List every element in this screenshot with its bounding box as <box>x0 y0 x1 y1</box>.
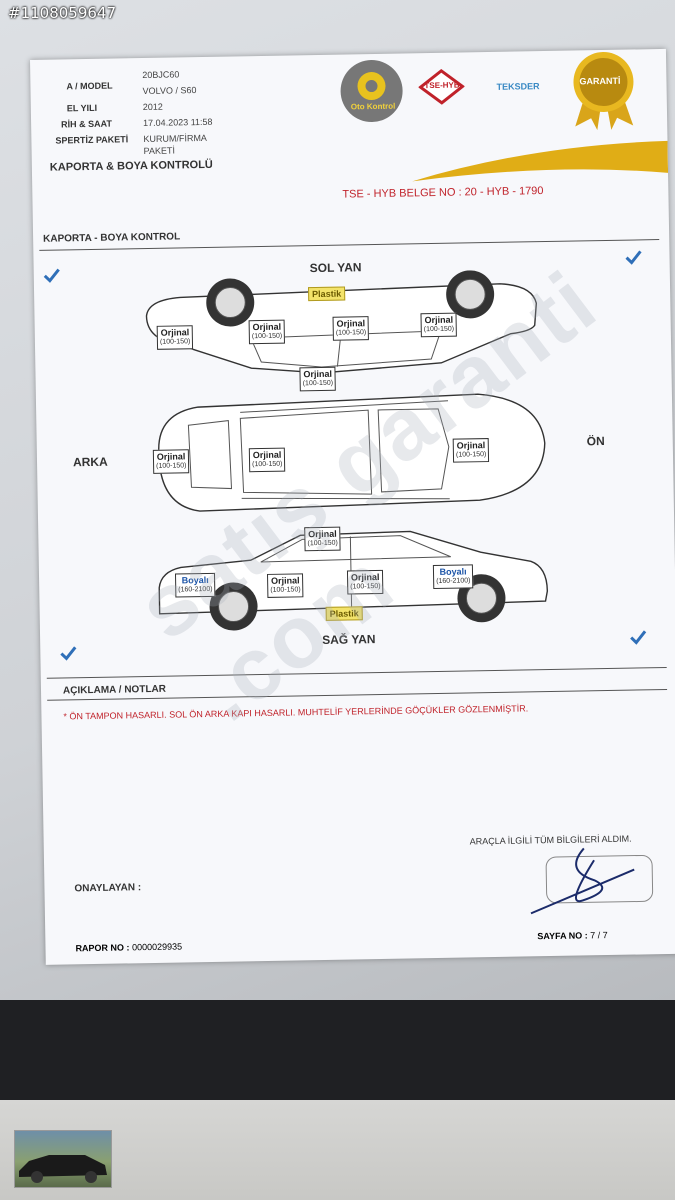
belge-no: TSE - HYB BELGE NO : 20 - HYB - 1790 <box>342 185 544 201</box>
background-floor <box>0 1100 675 1200</box>
check-icon <box>625 250 642 265</box>
aciklama-note: * ÖN TAMPON HASARLI. SOL ÖN ARKA KAPI HA… <box>63 703 529 722</box>
listing-id: #1108059647 <box>8 4 117 22</box>
oto-kontrol-text: Oto Kontrol <box>350 101 396 112</box>
check-icon <box>630 630 647 645</box>
part-status-box: Orjinal(100-150) <box>299 366 337 392</box>
info-value-year: 2012 <box>142 101 163 113</box>
garanti-text: GARANTİ <box>579 75 621 87</box>
oto-kontrol-logo: Oto Kontrol <box>340 59 404 123</box>
arka-label: ARKA <box>72 454 108 470</box>
part-status-box: Orjinal(100-150) <box>248 319 286 345</box>
garanti-seal-icon <box>573 51 634 131</box>
part-status-box: Orjinal(100-150) <box>152 449 190 474</box>
part-status-box: Orjinal(100-150) <box>156 325 194 350</box>
info-label-date: RİH & SAAT <box>61 118 113 130</box>
info-value-package: KURUM/FİRMA <box>143 132 207 145</box>
oto-kontrol-icon <box>357 72 386 101</box>
sayfa-no: SAYFA NO : 7 / 7 <box>537 930 608 942</box>
info-label-model: A / MODEL <box>66 80 113 92</box>
info-value-plate: 20BJC60 <box>142 69 180 81</box>
tse-text: TSE-HYB <box>424 80 460 91</box>
aciklama-rule-top <box>46 666 667 679</box>
tse-logo: TSE-HYB <box>418 68 466 105</box>
part-status-box: Orjinal(100-150) <box>332 316 370 341</box>
garanti-seal: GARANTİ <box>568 49 639 131</box>
background-table <box>0 1000 675 1100</box>
section-title: KAPORTA & BOYA KONTROLÜ <box>49 158 213 174</box>
signature <box>530 847 654 915</box>
onaylayan-label: ONAYLAYAN : <box>74 882 142 895</box>
aciklama-title: AÇIKLAMA / NOTLAR <box>62 683 167 697</box>
gold-swoosh <box>412 140 669 182</box>
info-value-model: VOLVO / S60 <box>142 85 197 97</box>
check-icon <box>43 268 60 283</box>
info-value-date: 17.04.2023 11:58 <box>143 116 213 129</box>
info-label-package: SPERTİZ PAKETİ <box>55 134 129 146</box>
tse-diamond-icon <box>418 68 466 105</box>
teksder-logo: TEKSDER <box>496 81 540 92</box>
check-icon <box>60 646 77 661</box>
info-value-package-2: PAKETİ <box>143 145 176 157</box>
inspection-report-page: A / MODEL 20BJC60 VOLVO / S60 EL YILI 20… <box>30 48 675 965</box>
rapor-no: RAPOR NO : 0000029935 <box>75 941 183 954</box>
kaporta-title: KAPORTA - BOYA KONTROL <box>43 231 181 245</box>
car-thumbnail-icon <box>19 1155 107 1183</box>
car-top-view-diagram <box>158 393 546 512</box>
car-thumbnail[interactable] <box>14 1130 112 1188</box>
plastik-tag: Plastik <box>308 286 346 302</box>
info-label-year: EL YILI <box>66 102 98 114</box>
